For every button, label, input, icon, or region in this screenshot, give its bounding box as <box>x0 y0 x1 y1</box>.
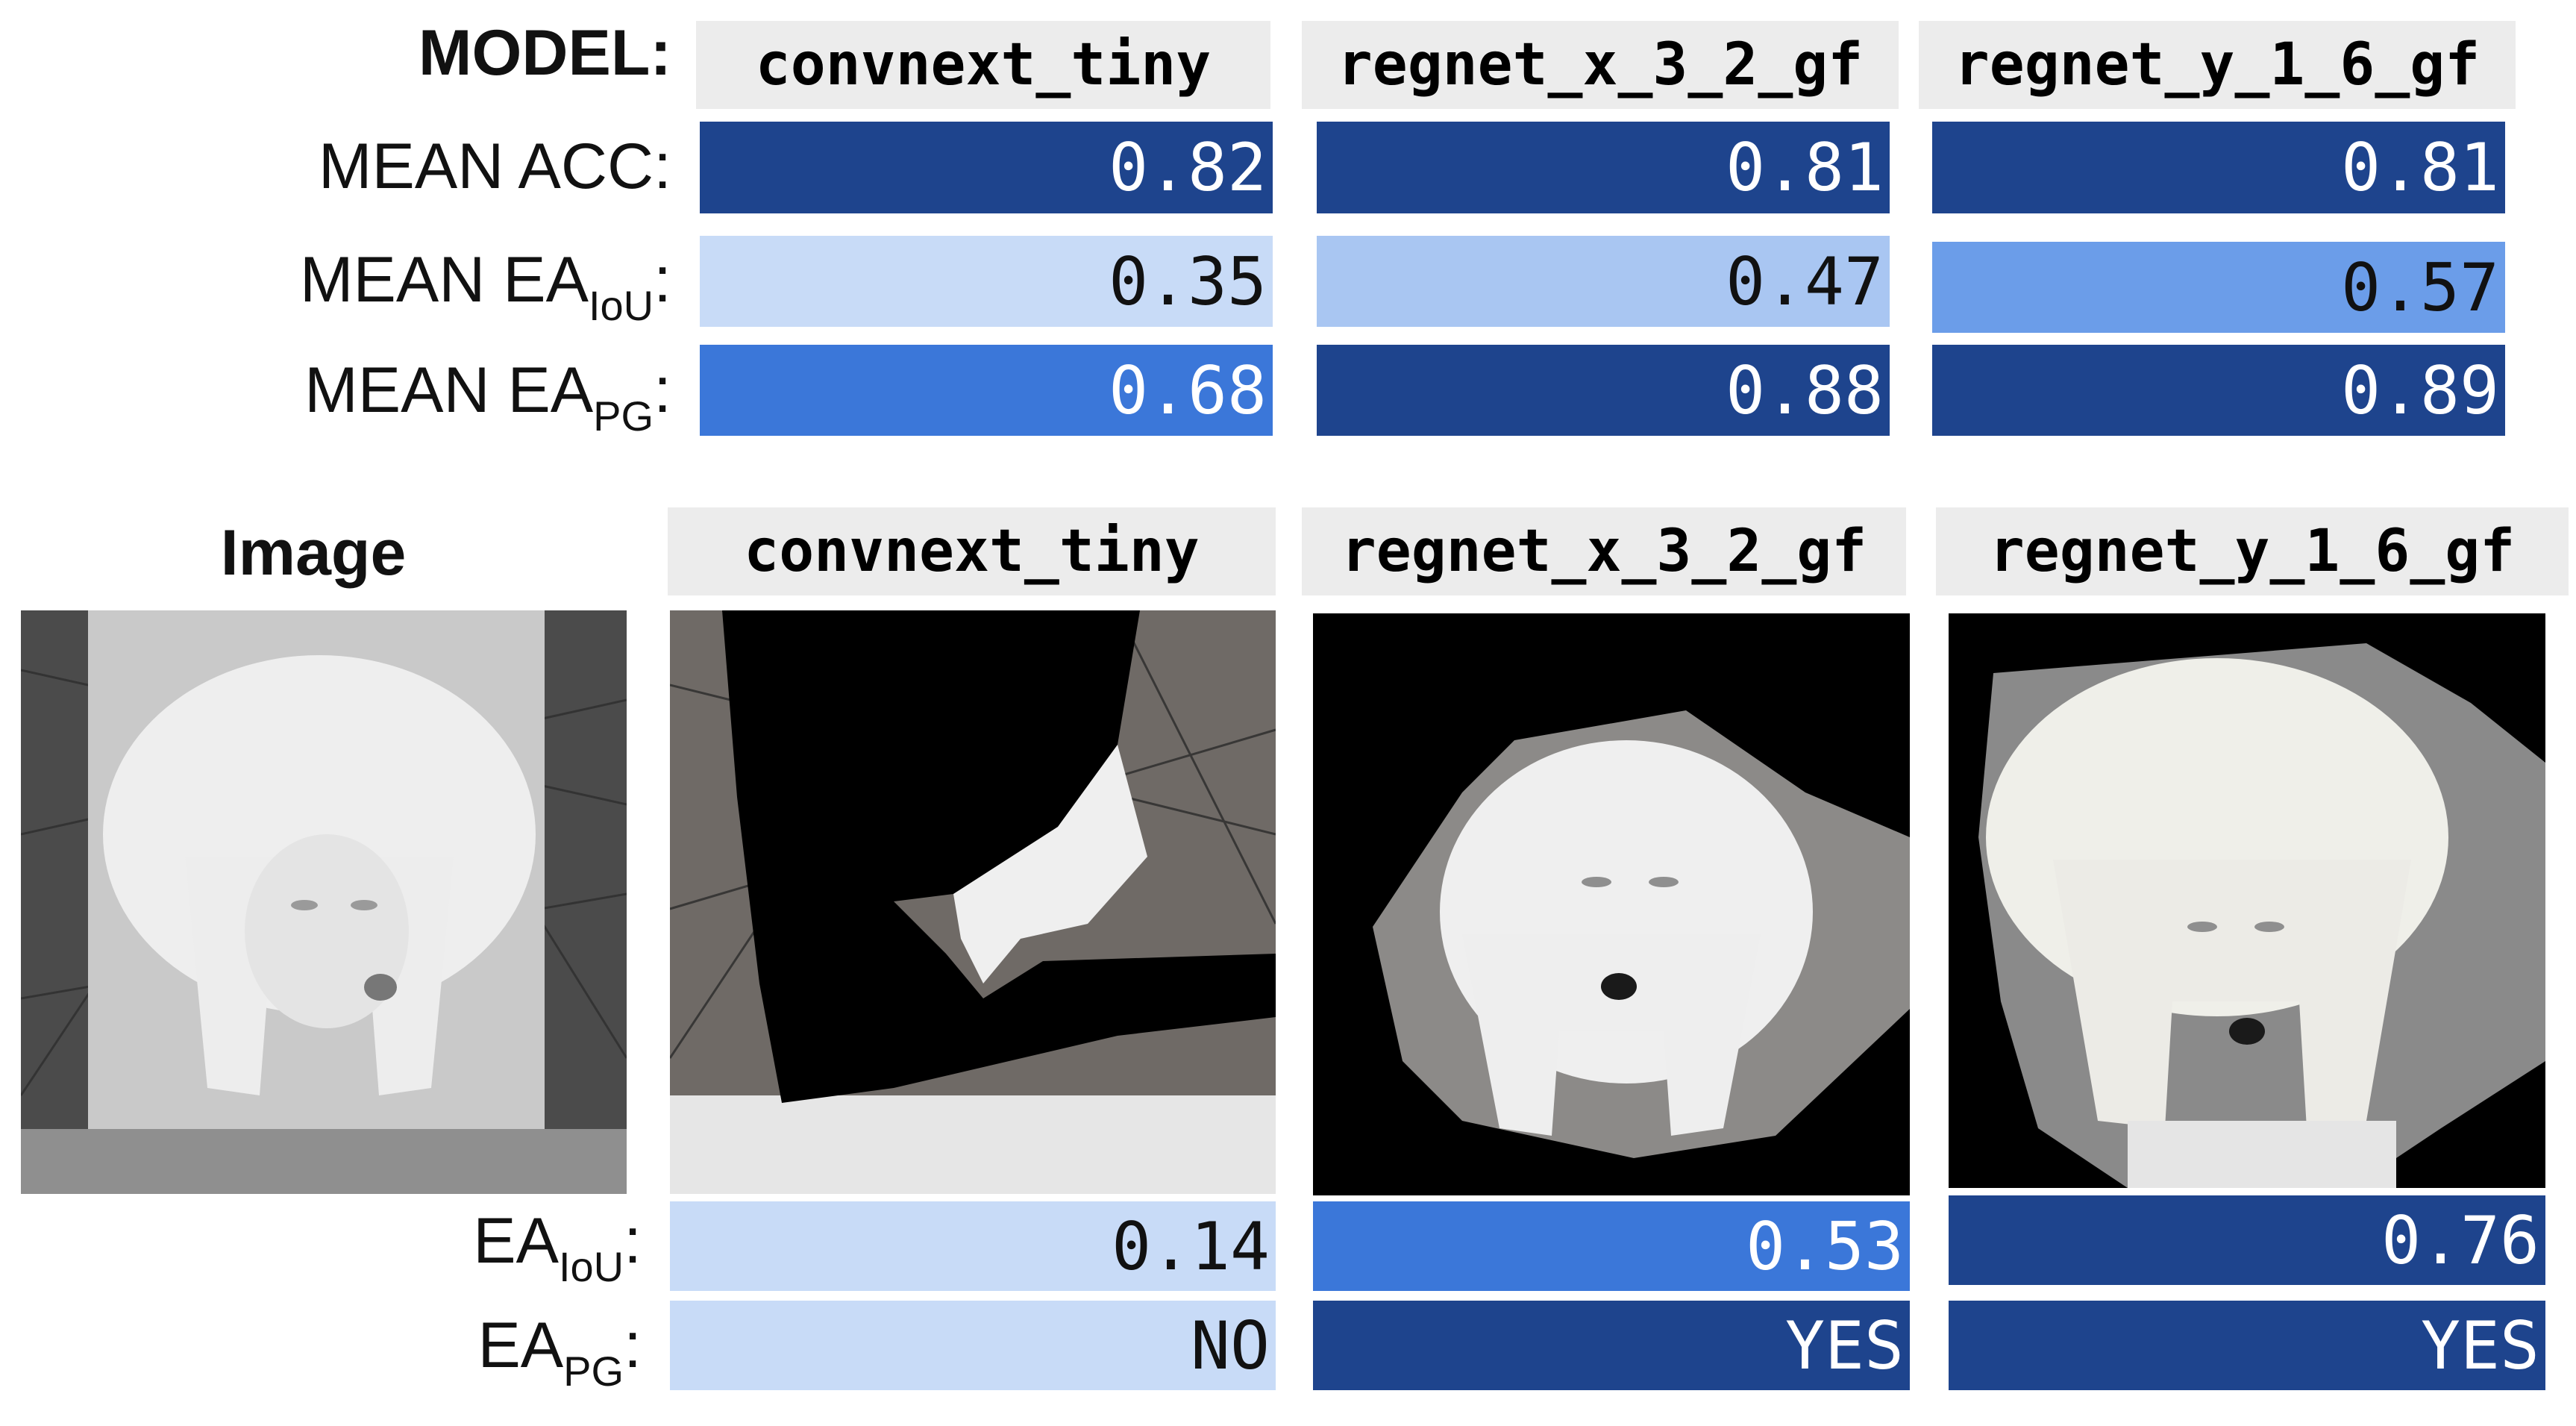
bottom-header-convnext-tiny: convnext_tiny <box>668 507 1276 595</box>
bottom-header-regnet-x-3-2-gf: regnet_x_3_2_gf <box>1302 507 1906 595</box>
mean-ea-iou-regnet-y-1-6-gf: 0.57 <box>1932 242 2505 333</box>
mean-ea-pg-regnet-x-3-2-gf: 0.88 <box>1317 345 1890 436</box>
mask-image-regnet-x-3-2-gf <box>1313 613 1910 1195</box>
mean-acc-regnet-x-3-2-gf: 0.81 <box>1317 122 1890 213</box>
ea-pg-label: EAPG: <box>477 1310 642 1395</box>
ea-pg-regnet-x-3-2-gf: YES <box>1313 1301 1910 1390</box>
model-row-label: MODEL: <box>418 17 671 89</box>
mean-acc-label: MEAN ACC: <box>318 131 671 202</box>
mean-ea-iou-convnext-tiny: 0.35 <box>700 236 1273 327</box>
mean-ea-pg-regnet-y-1-6-gf: 0.89 <box>1932 345 2505 436</box>
mask-image-regnet-y-1-6-gf <box>1949 613 2545 1188</box>
ea-iou-label: EAIoU: <box>473 1205 642 1291</box>
top-header-regnet-y-1-6-gf: regnet_y_1_6_gf <box>1919 21 2516 109</box>
input-image-wolf <box>21 610 627 1194</box>
mask-image-convnext-tiny <box>670 610 1276 1194</box>
mean-acc-regnet-y-1-6-gf: 0.81 <box>1932 122 2505 213</box>
ea-pg-regnet-y-1-6-gf: YES <box>1949 1301 2545 1390</box>
ea-iou-regnet-x-3-2-gf: 0.53 <box>1313 1201 1910 1291</box>
top-header-regnet-x-3-2-gf: regnet_x_3_2_gf <box>1302 21 1899 109</box>
mean-ea-iou-label: MEAN EAIoU: <box>299 244 671 330</box>
bottom-header-regnet-y-1-6-gf: regnet_y_1_6_gf <box>1936 507 2569 595</box>
mean-ea-pg-convnext-tiny: 0.68 <box>700 345 1273 436</box>
mean-ea-pg-label: MEAN EAPG: <box>304 354 671 440</box>
image-column-label: Image <box>220 517 407 589</box>
ea-pg-convnext-tiny: NO <box>670 1301 1276 1390</box>
mean-acc-convnext-tiny: 0.82 <box>700 122 1273 213</box>
mean-ea-iou-regnet-x-3-2-gf: 0.47 <box>1317 236 1890 327</box>
top-header-convnext-tiny: convnext_tiny <box>696 21 1270 109</box>
ea-iou-regnet-y-1-6-gf: 0.76 <box>1949 1195 2545 1285</box>
ea-iou-convnext-tiny: 0.14 <box>670 1201 1276 1291</box>
